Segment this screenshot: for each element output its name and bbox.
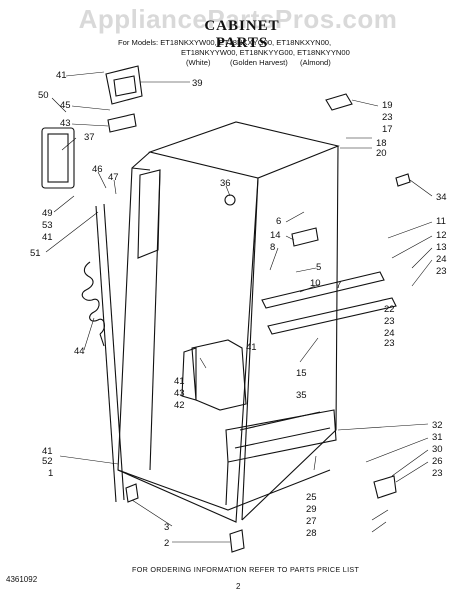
page-title: CABINET PARTS	[204, 18, 280, 51]
callout-42: 42	[174, 400, 185, 411]
caster-front	[125, 483, 139, 503]
color-white: (White)	[186, 58, 211, 67]
callout-51: 51	[30, 248, 41, 259]
page-number: 2	[236, 582, 241, 591]
hinge-top-right	[325, 93, 353, 111]
callout-2: 2	[164, 538, 169, 549]
callout-23: 23	[382, 112, 393, 123]
callout-11: 11	[436, 216, 446, 227]
callout-43-b: 43	[174, 388, 185, 399]
callout-3: 3	[164, 522, 169, 533]
callout-15: 15	[296, 368, 307, 379]
callout-52: 52	[42, 456, 53, 467]
callout-44: 44	[74, 346, 85, 357]
callout-37: 37	[84, 132, 95, 143]
cabinet-top	[148, 121, 340, 179]
callout-14: 14	[270, 230, 281, 241]
leveling-leg	[229, 529, 245, 553]
mullion-rail-top	[261, 271, 385, 309]
callout-23-e: 23	[432, 468, 443, 479]
callout-23-d: 23	[384, 338, 395, 349]
model-list: For Models: ET18NKXYW00, ET18NKXYG00, ET…	[118, 38, 350, 57]
callout-41-e: 41	[42, 446, 53, 457]
callout-31: 31	[432, 432, 443, 443]
callout-19: 19	[382, 100, 393, 111]
top-hinge-cover	[105, 65, 143, 105]
side-opening	[137, 169, 161, 259]
callout-26: 26	[432, 456, 443, 467]
document-number: 4361092	[6, 575, 38, 584]
model-line-1: For Models: ET18NKXYW00, ET18NKXYG00, ET…	[118, 38, 332, 47]
callout-17: 17	[382, 124, 393, 135]
power-cord	[81, 261, 106, 335]
callout-43: 43	[60, 118, 71, 129]
bottom-hinge	[373, 475, 397, 499]
callout-45: 45	[60, 100, 71, 111]
color-almond: (Almond)	[300, 58, 331, 67]
model-line-2: ET18NKYYW00, ET18NKYYG00, ET18NKYYN00	[181, 47, 350, 57]
callout-8: 8	[270, 242, 275, 253]
callout-20: 20	[376, 148, 387, 159]
callout-41-b: 41	[42, 232, 53, 243]
watermark: AppliancePartsPros.com	[78, 4, 398, 34]
control-housing	[41, 127, 75, 189]
callout-6: 6	[276, 216, 281, 227]
callout-49: 49	[42, 208, 53, 219]
mullion-rail-bottom	[267, 297, 397, 335]
callout-25: 25	[306, 492, 317, 503]
callout-5: 5	[316, 262, 321, 273]
callout-24: 24	[436, 254, 447, 265]
cabinet-back-panel	[241, 145, 339, 521]
callout-22: 22	[384, 304, 395, 315]
callout-10: 10	[310, 278, 321, 289]
callout-27: 27	[306, 516, 317, 527]
color-golden-harvest: (Golden Harvest)	[230, 58, 288, 67]
callout-7: 7	[336, 280, 341, 291]
callout-30: 30	[432, 444, 443, 455]
callout-41-c: 41	[246, 342, 257, 353]
callout-50: 50	[38, 90, 49, 101]
machine-compartment	[191, 339, 247, 411]
side-trim-strip	[103, 203, 125, 501]
callout-18: 18	[376, 138, 387, 149]
callout-32: 32	[432, 420, 443, 431]
callout-29: 29	[306, 504, 317, 515]
callout-35: 35	[296, 390, 307, 401]
callout-39: 39	[192, 78, 203, 89]
callout-23-c: 23	[384, 316, 395, 327]
callout-34: 34	[436, 192, 447, 203]
callout-46: 46	[92, 164, 103, 175]
callout-41-d: 41	[174, 376, 185, 387]
callout-12: 12	[436, 230, 447, 241]
callout-47: 47	[108, 172, 119, 183]
callout-41: 41	[56, 70, 67, 81]
callout-24-b: 24	[384, 328, 395, 339]
callout-36: 36	[220, 178, 231, 189]
callout-13: 13	[436, 242, 447, 253]
callout-53: 53	[42, 220, 53, 231]
callout-1: 1	[48, 468, 53, 479]
ordering-info-note: FOR ORDERING INFORMATION REFER TO PARTS …	[132, 565, 360, 574]
callout-28: 28	[306, 528, 317, 539]
callout-23-b: 23	[436, 266, 447, 277]
